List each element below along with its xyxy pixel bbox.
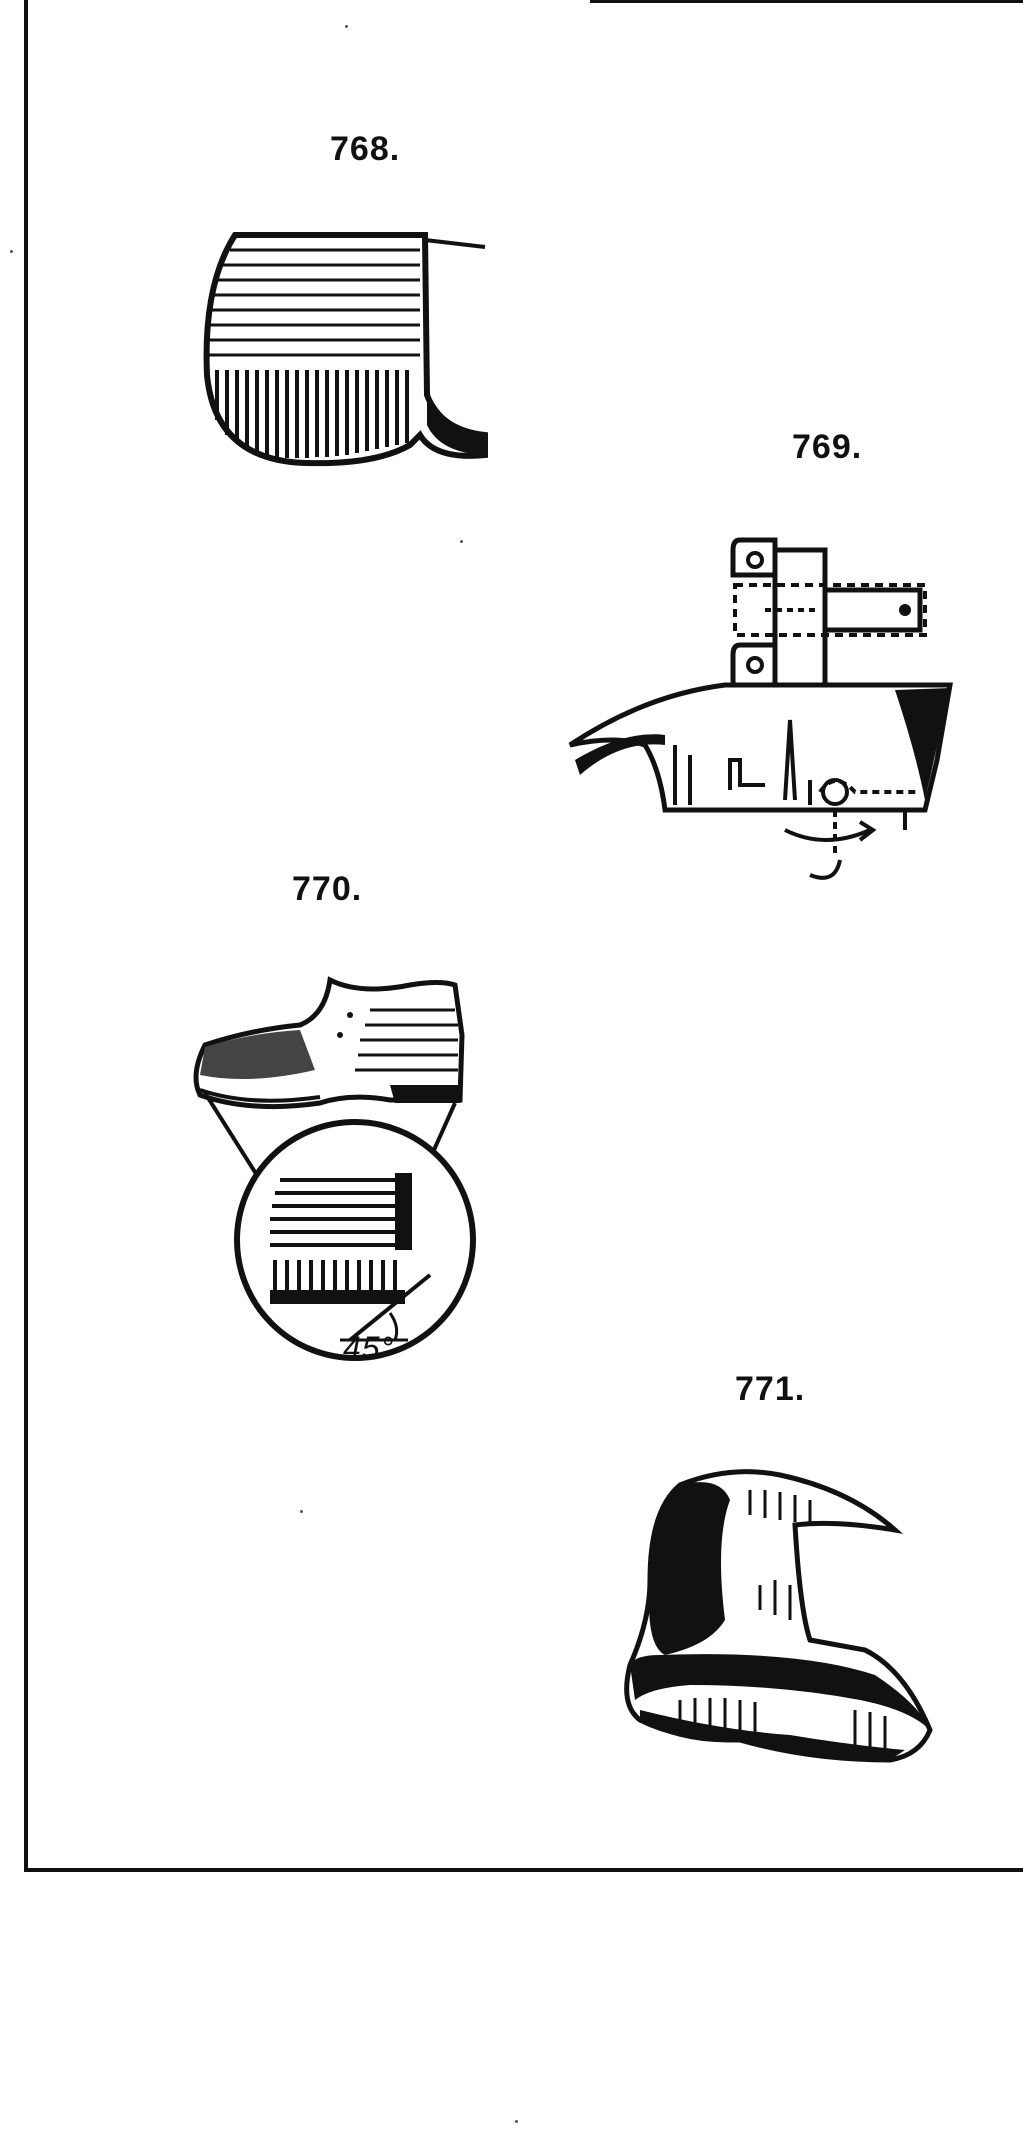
figure-769-number: 769. <box>792 428 863 466</box>
scan-speck <box>300 1510 303 1513</box>
figure-768-number: 768. <box>330 130 401 168</box>
figure-770-number: 770. <box>292 870 363 908</box>
shoe-brush-icon <box>193 976 476 1361</box>
scan-speck <box>345 25 348 28</box>
figure-771-number: 771. <box>735 1370 806 1408</box>
top-rule <box>590 0 1023 3</box>
cap-brush-icon <box>203 232 488 467</box>
hat-icon <box>624 1469 933 1763</box>
scan-speck <box>515 2120 518 2123</box>
angle-45-label: 45° <box>343 1330 395 1366</box>
page-frame <box>24 0 1023 1872</box>
scan-speck <box>10 250 13 253</box>
scan-speck <box>460 540 463 543</box>
clasp-holder-icon <box>568 537 953 880</box>
